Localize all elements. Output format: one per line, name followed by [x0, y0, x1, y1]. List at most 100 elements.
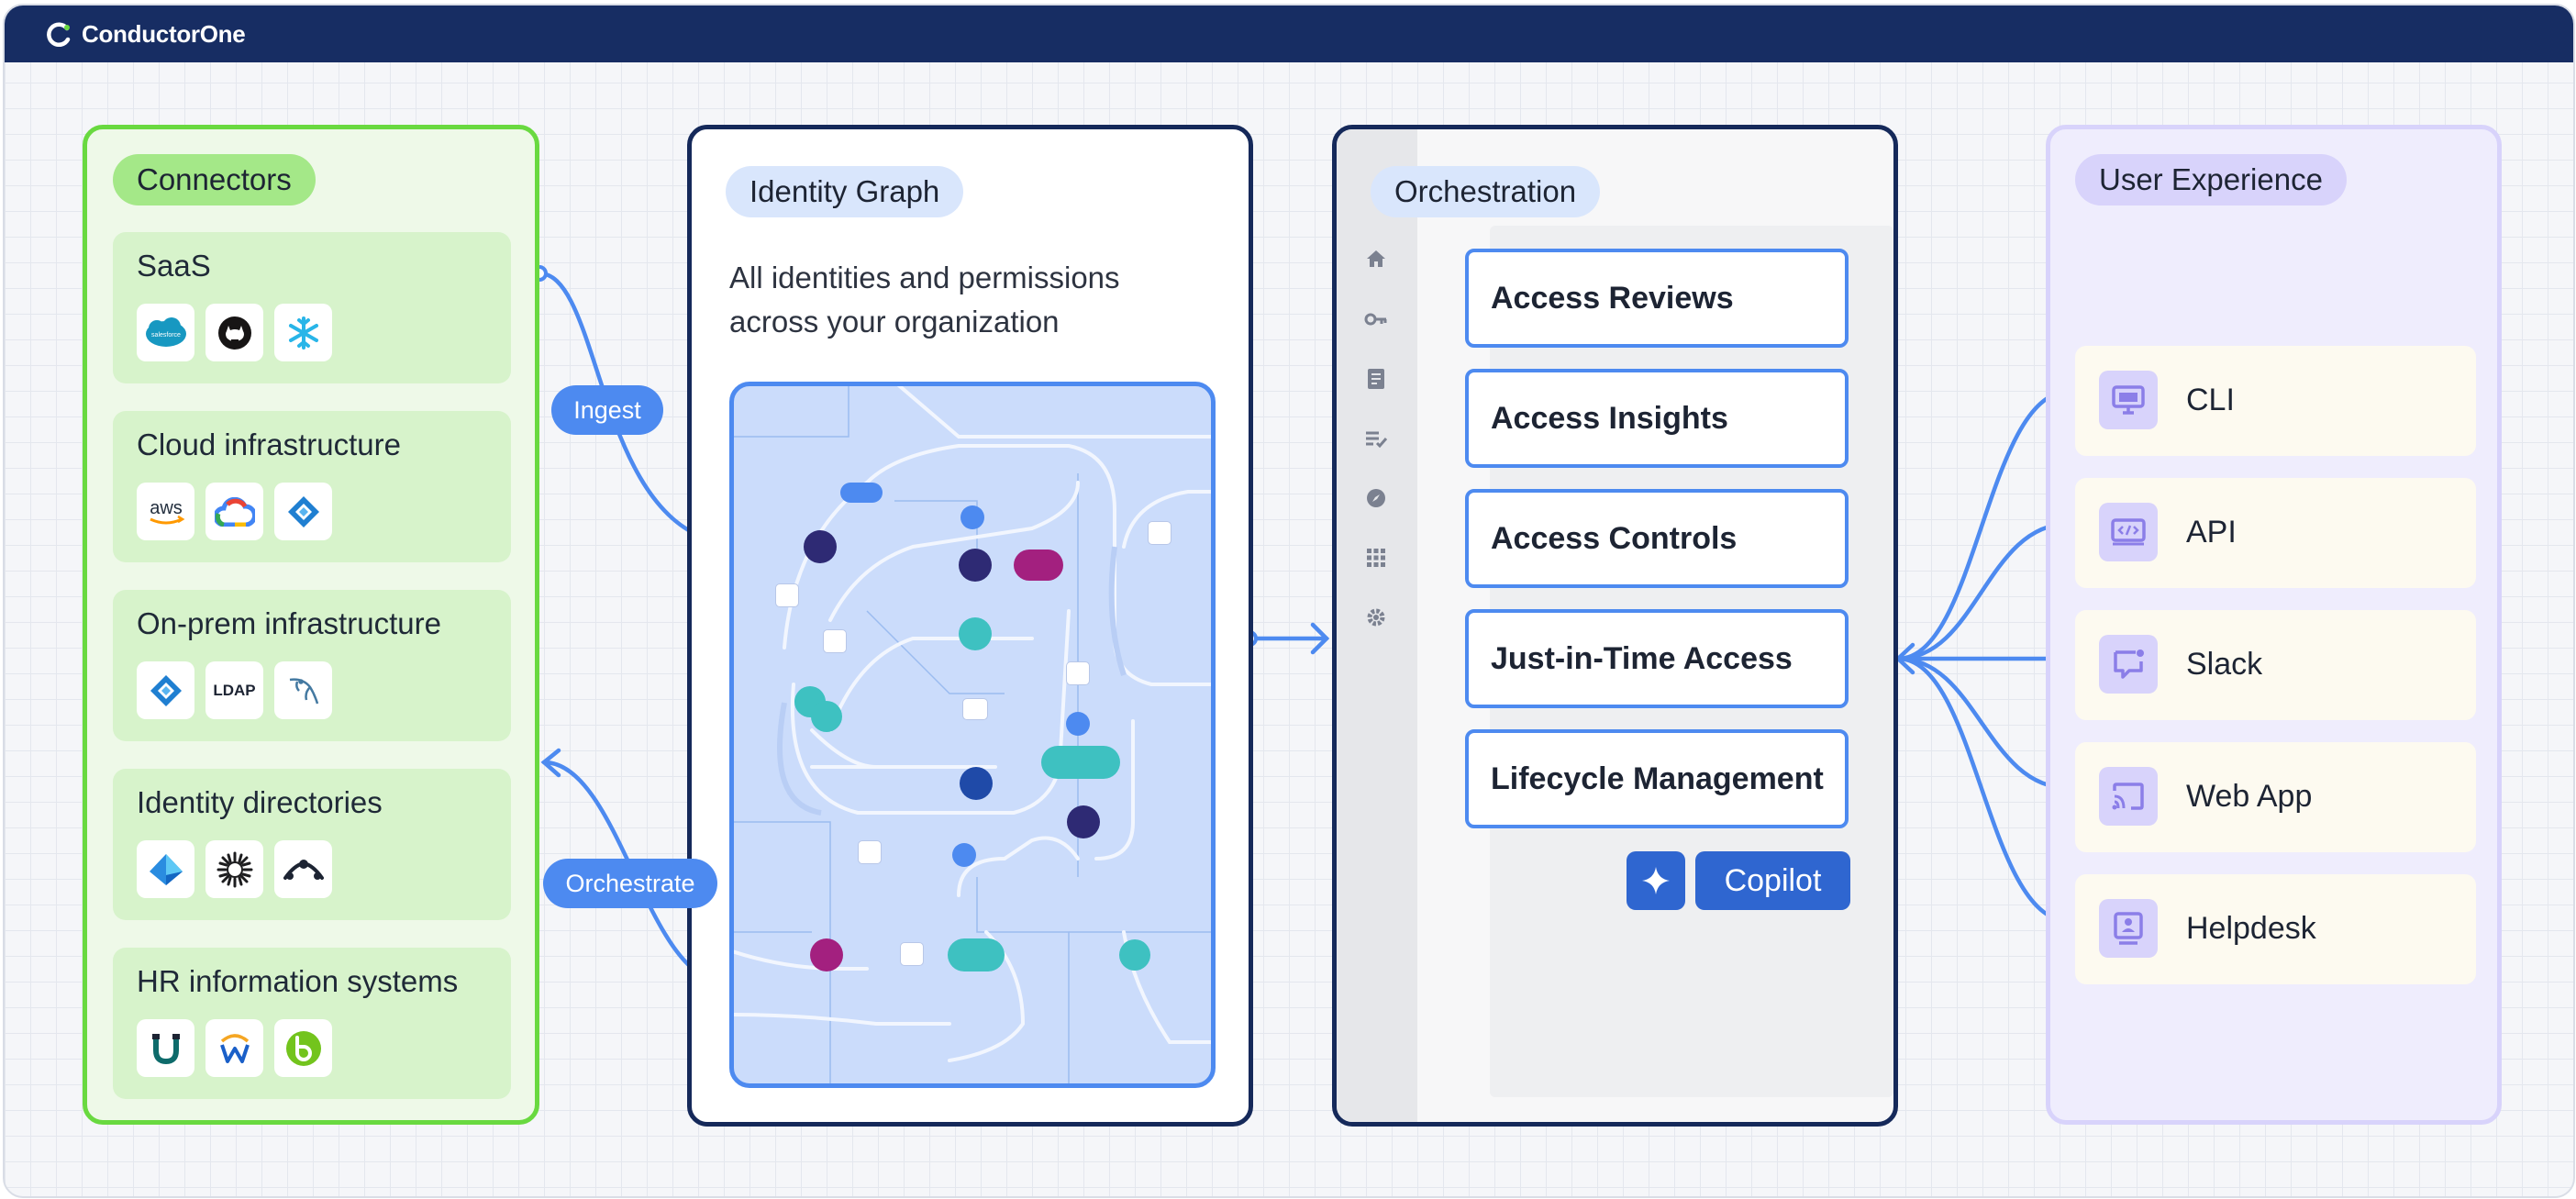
rippling-icon[interactable]	[137, 1019, 194, 1077]
orchestrate-arrow-icon	[540, 748, 561, 778]
ux-item-label: API	[2186, 515, 2237, 550]
access-controls-button[interactable]: Access Controls	[1465, 489, 1849, 588]
connector-group-cloud-infrastructure[interactable]: Cloud infrastructure aws	[113, 411, 511, 562]
connector-group-saas[interactable]: SaaS salesforce	[113, 232, 511, 383]
compass-icon[interactable]	[1362, 484, 1390, 512]
just-in-time-access-button[interactable]: Just-in-Time Access	[1465, 609, 1849, 708]
connector-group-identity-directories[interactable]: Identity directories	[113, 769, 511, 920]
user-icon[interactable]	[811, 701, 842, 732]
ux-arrow-icon	[1894, 642, 1915, 675]
ldap-badge-text: LDAP	[213, 681, 256, 699]
workday-icon[interactable]	[205, 1019, 263, 1077]
monitor-icon	[2099, 371, 2158, 429]
ux-item-label: Web App	[2186, 779, 2313, 814]
connector-group-title: Identity directories	[137, 785, 383, 819]
diagram-frame: ConductorOne	[3, 4, 2575, 1198]
ux-item-web-app[interactable]: Web App	[2075, 742, 2476, 852]
bamboohr-icon[interactable]	[274, 1019, 332, 1077]
user-group-icon[interactable]	[1067, 805, 1100, 838]
sparkle-icon[interactable]	[1627, 851, 1685, 910]
home-icon[interactable]	[1362, 245, 1390, 272]
aws-icon[interactable]	[962, 698, 988, 720]
okta-icon[interactable]	[205, 840, 263, 898]
key-icon[interactable]	[1362, 305, 1390, 333]
user-group-icon[interactable]	[804, 530, 837, 563]
snowflake-icon[interactable]	[274, 304, 332, 361]
gear-icon[interactable]	[1362, 604, 1390, 631]
connector-group-title: SaaS	[137, 249, 211, 283]
connector-group-title: Cloud infrastructure	[137, 427, 401, 461]
orchestrate-label: Orchestrate	[543, 859, 717, 908]
ux-item-api[interactable]: API	[2075, 478, 2476, 588]
gear-icon[interactable]	[823, 629, 847, 653]
svg-text:salesforce: salesforce	[151, 332, 181, 339]
key-icon[interactable]	[952, 843, 976, 867]
ux-item-helpdesk[interactable]: Helpdesk	[2075, 874, 2476, 984]
user-experience-panel: User Experience CLI API Slack Web App	[2046, 125, 2502, 1125]
connector-group-title: HR information systems	[137, 964, 459, 998]
identity-graph-description: All identities and permissions across yo…	[729, 261, 1120, 339]
user-experience-title: User Experience	[2075, 154, 2347, 205]
key-icon[interactable]	[1066, 712, 1090, 736]
app-icon[interactable]	[858, 840, 882, 864]
copilot-button[interactable]: Copilot	[1695, 851, 1850, 910]
orchestration-sidebar	[1337, 129, 1417, 1122]
user-icon[interactable]	[1119, 939, 1150, 971]
jumpcloud-icon[interactable]	[274, 840, 332, 898]
identity-graph-map[interactable]	[729, 382, 1216, 1088]
ux-item-label: Slack	[2186, 647, 2263, 682]
orchestration-title: Orchestration	[1371, 166, 1601, 217]
github-icon[interactable]	[205, 304, 263, 361]
azure-icon[interactable]	[274, 483, 332, 540]
ldap-icon[interactable]: LDAP	[205, 661, 263, 719]
google-cloud-icon[interactable]	[205, 483, 263, 540]
support-desk-icon	[2099, 899, 2158, 958]
connector-group-hr-information-systems[interactable]: HR information systems	[113, 948, 511, 1099]
connector-group-on-prem-infrastructure[interactable]: On-prem infrastructure LDAP	[113, 590, 511, 741]
apps-grid-icon[interactable]	[1362, 544, 1390, 572]
checklist-icon[interactable]	[1362, 425, 1390, 452]
slack-icon[interactable]	[900, 942, 924, 966]
user-icon[interactable]	[959, 617, 992, 650]
azure-icon[interactable]	[1066, 661, 1090, 685]
badge-icon[interactable]	[1014, 550, 1063, 581]
top-bar: ConductorOne	[5, 6, 2573, 62]
document-icon[interactable]	[1362, 365, 1390, 393]
ux-fan-webapp	[1895, 656, 2071, 791]
access-insights-button[interactable]: Access Insights	[1465, 369, 1849, 468]
ux-item-slack[interactable]: Slack	[2075, 610, 2476, 720]
salesforce-icon[interactable]: salesforce	[137, 304, 194, 361]
conductorone-logo-icon	[47, 22, 71, 47]
badge-icon[interactable]	[810, 938, 843, 971]
ingest-label: Ingest	[551, 385, 663, 435]
key-icon[interactable]	[840, 483, 883, 503]
lifecycle-management-button[interactable]: Lifecycle Management	[1465, 729, 1849, 828]
access-reviews-button[interactable]: Access Reviews	[1465, 249, 1849, 348]
active-directory-icon[interactable]	[137, 661, 194, 719]
user-group-cluster-icon[interactable]	[1041, 746, 1120, 779]
entra-id-icon[interactable]	[137, 840, 194, 898]
directory-icon[interactable]	[960, 767, 993, 800]
mysql-icon[interactable]	[274, 661, 332, 719]
key-icon[interactable]	[960, 505, 984, 529]
aws-icon[interactable]: aws	[137, 483, 194, 540]
identity-graph-title: Identity Graph	[726, 166, 964, 217]
google-cloud-icon[interactable]	[775, 583, 799, 607]
gitlab-icon[interactable]	[1148, 521, 1171, 545]
ux-item-label: Helpdesk	[2186, 911, 2316, 946]
connector-group-title: On-prem infrastructure	[137, 606, 441, 640]
brand-name: ConductorOne	[82, 19, 246, 48]
graph-to-orchestration-arrow-icon	[1310, 622, 1330, 655]
ux-fan-cli	[1895, 389, 2071, 661]
code-window-icon	[2099, 503, 2158, 561]
cast-screen-icon	[2099, 767, 2158, 826]
user-group-icon[interactable]	[959, 549, 992, 582]
connectors-panel: Connectors SaaS salesforce Cloud infrast…	[83, 125, 539, 1125]
ux-fan-api	[1895, 521, 2071, 661]
ux-item-cli[interactable]: CLI	[2075, 346, 2476, 456]
user-group-cluster-icon[interactable]	[948, 938, 1005, 971]
orchestration-panel: Orchestration Access Reviews Access Insi…	[1332, 125, 1898, 1127]
chat-bubble-icon	[2099, 635, 2158, 694]
brand[interactable]: ConductorOne	[47, 18, 246, 50]
